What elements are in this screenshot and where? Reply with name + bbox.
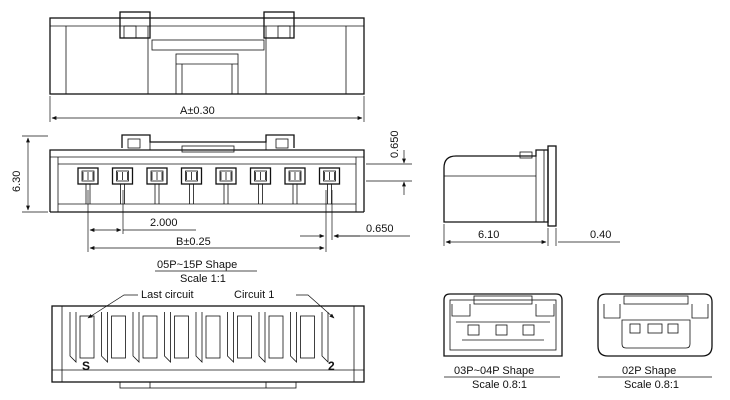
dim-a [49, 96, 365, 122]
circuit-1-callout: Circuit 1 [234, 289, 274, 301]
label-height: 6.30 [11, 171, 23, 192]
callout-leaders [87, 294, 335, 319]
main-scale-label: Scale 1:1 [180, 273, 226, 285]
small-shape-1-title: 03P~04P Shape [454, 365, 534, 377]
bottom-slot [258, 312, 284, 363]
label-pitch: 2.000 [150, 217, 178, 229]
dim-end-offset [300, 190, 410, 240]
label-side-depth: 6.10 [478, 229, 499, 241]
main-shape-title: 05P~15P Shape [157, 259, 237, 271]
pin-cavity [146, 167, 168, 204]
bottom-slot [132, 312, 158, 363]
dim-top-offset [366, 150, 412, 195]
dim-height [22, 135, 48, 213]
pin-cavity [318, 167, 341, 204]
pin-cavity [284, 167, 306, 204]
label-end-offset: 0.650 [366, 223, 394, 235]
dim-side [443, 224, 620, 246]
label-top-offset: 0.650 [389, 130, 401, 158]
bottom-slot [164, 312, 189, 363]
pin-cavity [180, 167, 203, 204]
front-view [49, 134, 365, 213]
bottom-slot [101, 312, 126, 363]
pin-cavity [77, 167, 99, 204]
pin-cavity [111, 167, 134, 204]
top-view [49, 11, 365, 95]
bottom-slot [290, 312, 315, 363]
label-b-width: B±0.25 [176, 236, 211, 248]
small-view-03p-04p [443, 293, 563, 357]
last-circuit-callout: Last circuit [141, 289, 194, 301]
pin-label-2: 2 [328, 359, 335, 373]
pin-cavity [249, 167, 272, 204]
pin-label-s: S [82, 359, 90, 373]
front-pin-row [77, 167, 341, 204]
dim-b [89, 190, 327, 252]
dim-pitch [87, 190, 196, 252]
small-scale-1-label: Scale 0.8:1 [472, 379, 527, 391]
bottom-view [51, 305, 365, 389]
pin-cavity [215, 167, 237, 204]
bottom-slot [227, 312, 252, 363]
side-view [443, 145, 557, 227]
bottom-slot-row [69, 312, 329, 363]
bottom-slot [195, 312, 221, 363]
small-view-02p [597, 293, 713, 357]
bottom-slot [69, 312, 95, 363]
label-side-lip: 0.40 [590, 229, 611, 241]
bottom-slot [321, 312, 329, 363]
small-scale-2-label: Scale 0.8:1 [624, 379, 679, 391]
small-shape-2-title: 02P Shape [622, 365, 676, 377]
label-a-width: A±0.30 [180, 105, 215, 117]
